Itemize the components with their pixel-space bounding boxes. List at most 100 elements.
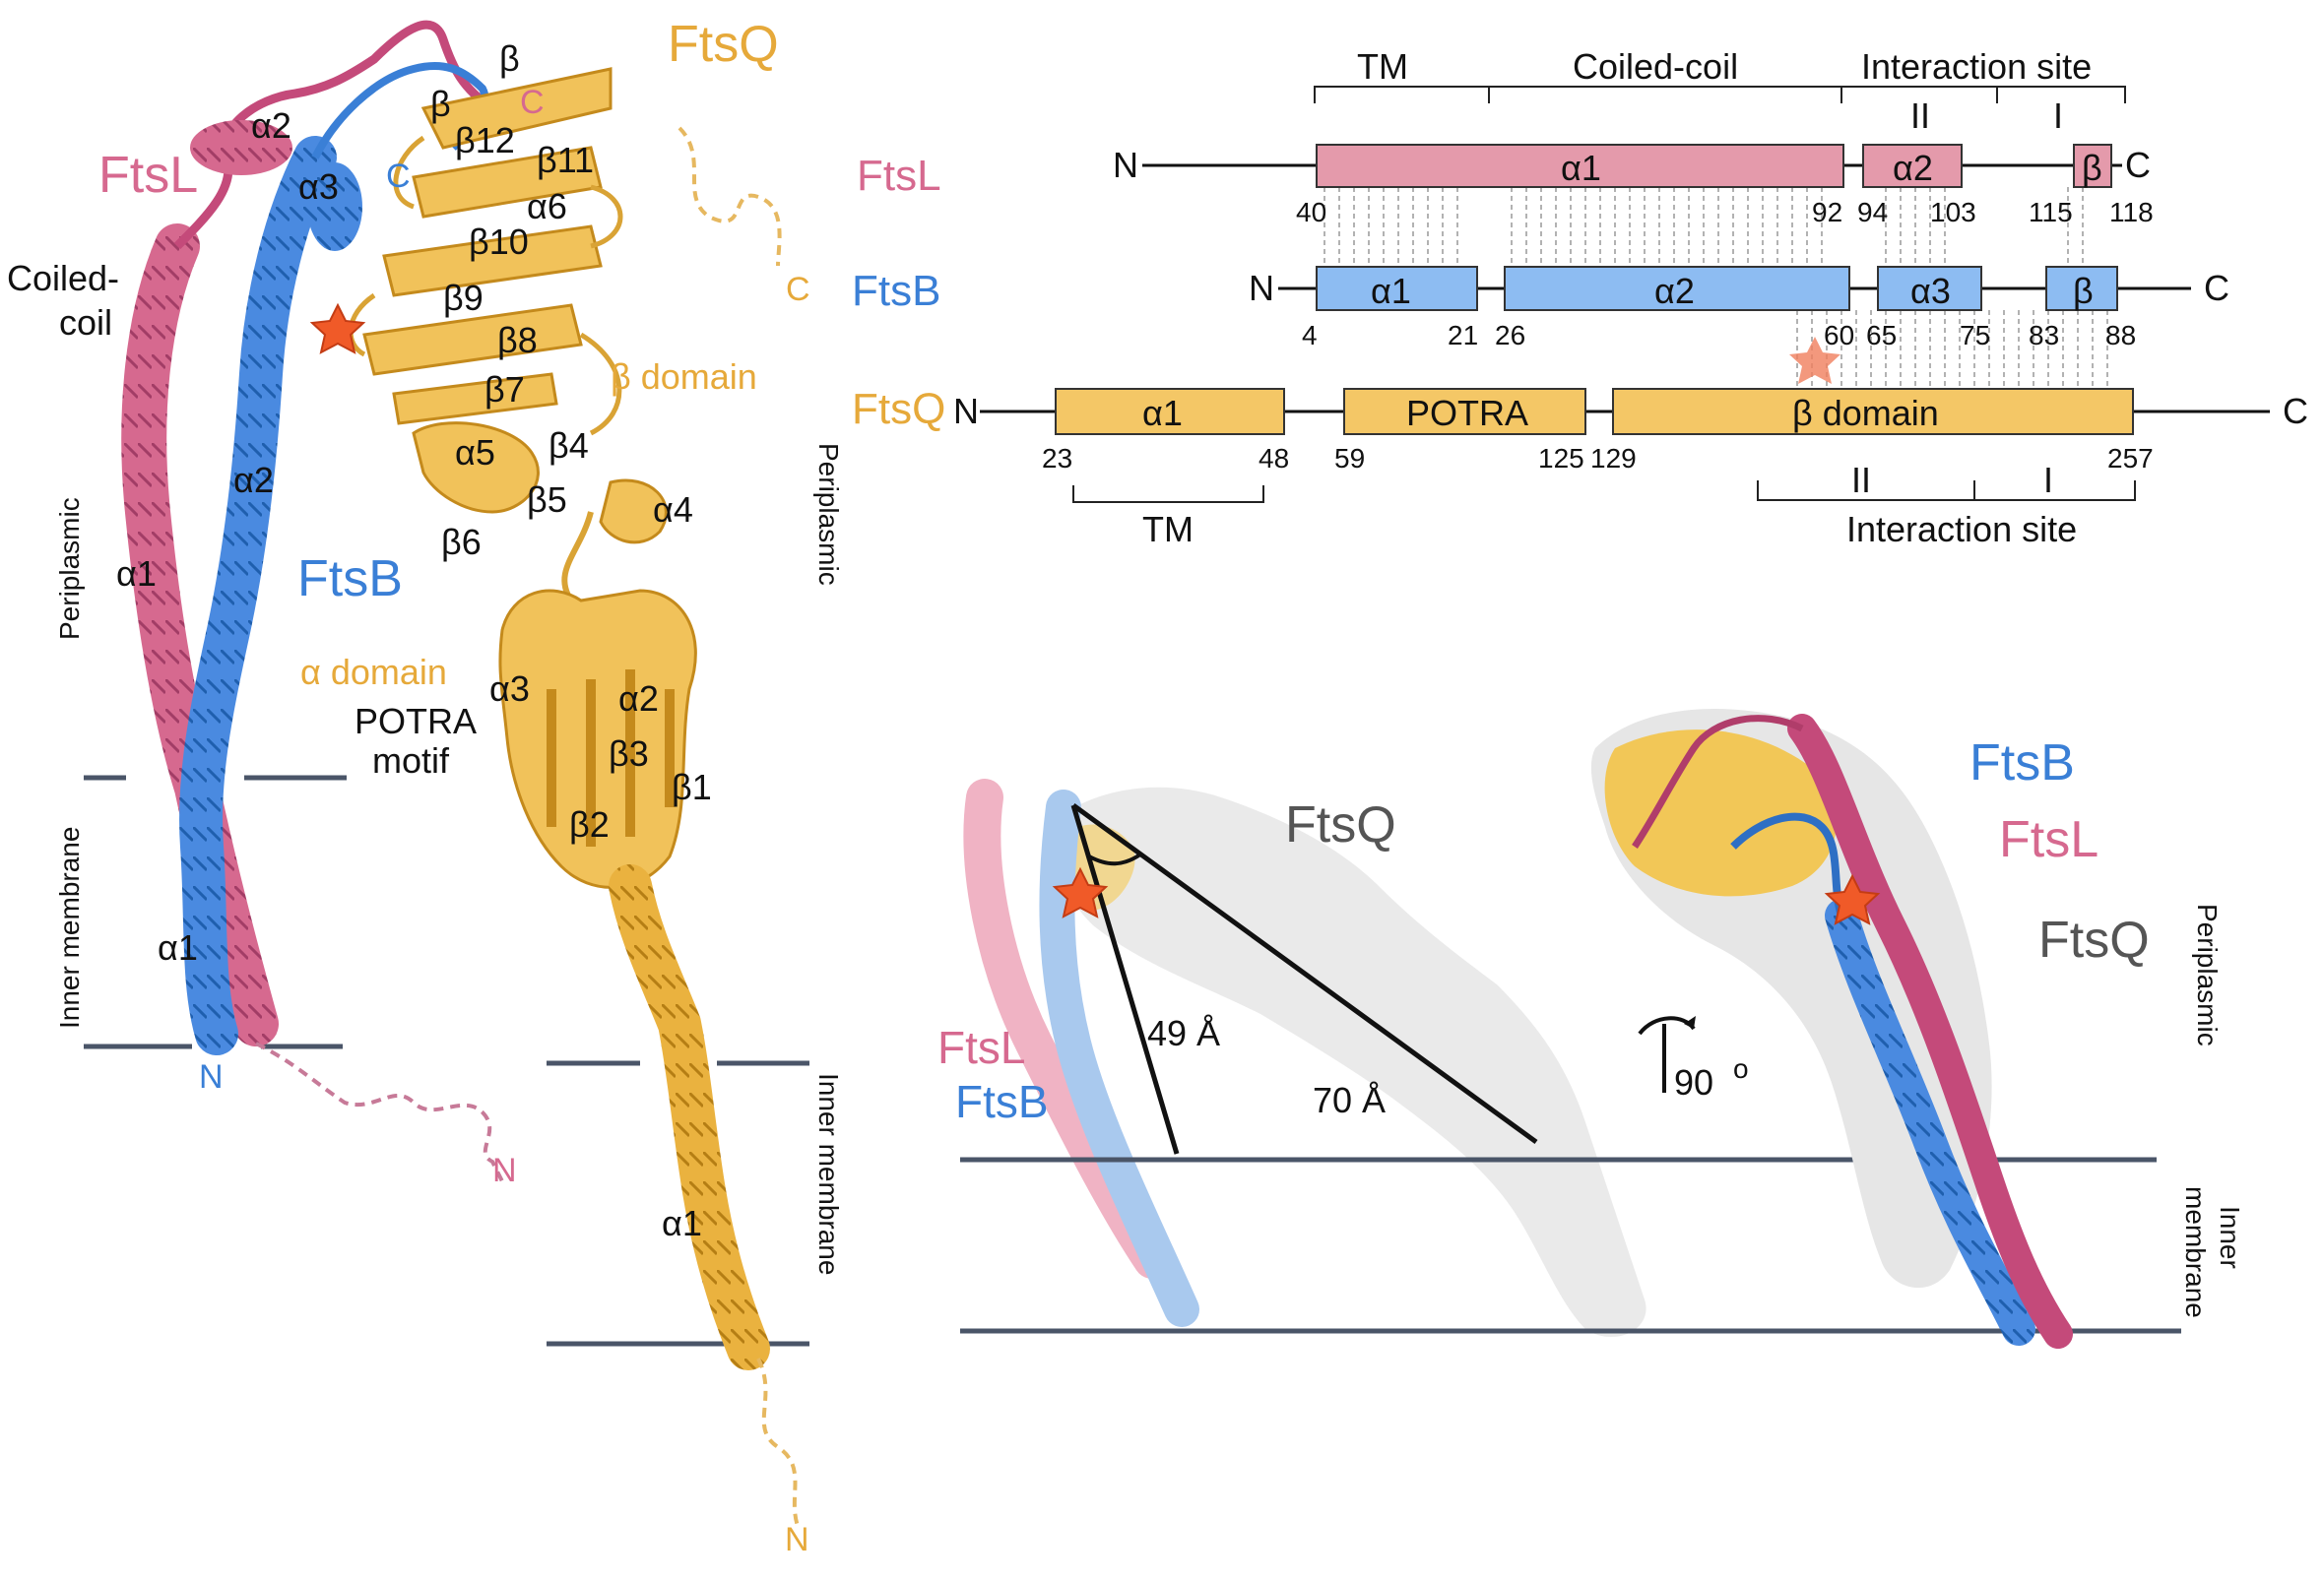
ftsb-seg-a2-end: 60 bbox=[1824, 320, 1854, 350]
ftsq-c-terminal: C bbox=[786, 271, 810, 308]
ftsb-row-c: C bbox=[2204, 268, 2229, 308]
ftsq-b8-label: β8 bbox=[497, 320, 538, 360]
ftsq-b7-label: β7 bbox=[484, 369, 525, 410]
ftsq-label-middle: FtsQ bbox=[1285, 796, 1396, 854]
ftsq-seg-a1 bbox=[1055, 388, 1285, 435]
ftsl-label-right: FtsL bbox=[1999, 811, 2098, 868]
star-marker-right bbox=[1824, 873, 1881, 925]
ftsl-seg-a2-start: 94 bbox=[1857, 197, 1888, 227]
rotation-label: 90 bbox=[1674, 1062, 1713, 1103]
ftsq-b12-label: β12 bbox=[455, 120, 515, 160]
ftsl-seg-a2-end: 103 bbox=[1930, 197, 1976, 227]
ftsb-beta-label: β bbox=[430, 84, 451, 124]
ftsl-seg-a2-label: α2 bbox=[1893, 148, 1933, 188]
ftsq-a1-label: α1 bbox=[662, 1203, 702, 1243]
site-bracket-top bbox=[1841, 116, 2125, 133]
ftsq-b9-label: β9 bbox=[443, 278, 484, 318]
ftsq-b4-label: β4 bbox=[549, 425, 589, 466]
ftsl-a2-label: α2 bbox=[251, 105, 291, 146]
ftsl-row-c: C bbox=[2125, 145, 2151, 185]
ftsq-a3-label: α3 bbox=[489, 668, 530, 709]
ftsl-a1-label: α1 bbox=[116, 553, 157, 594]
ftsq-label-right: FtsQ bbox=[2038, 912, 2150, 969]
ftsb-seg-beta-start: 83 bbox=[2029, 320, 2059, 350]
ftsb-seg-a1-label: α1 bbox=[1371, 271, 1411, 311]
ftsb-seg-a3-end: 75 bbox=[1960, 320, 1990, 350]
ftsq-seg-beta-domain-start: 129 bbox=[1590, 443, 1637, 474]
ftsq-b3-label: β3 bbox=[609, 733, 649, 774]
ftsb-seg-a3-label: α3 bbox=[1910, 271, 1951, 311]
ftsb-label-right: FtsB bbox=[1969, 734, 2075, 792]
ftsb-seg-a1 bbox=[1316, 266, 1478, 311]
ftsb-seg-a2 bbox=[1504, 266, 1850, 311]
right-structure-panel: FtsB FtsL FtsQ 90 o Periplasmic Inner me… bbox=[1590, 709, 2245, 1349]
ftsb-a2-label: α2 bbox=[233, 460, 274, 500]
ftsb-seg-a3-start: 65 bbox=[1866, 320, 1897, 350]
ftsq-seg-beta-domain bbox=[1612, 388, 2134, 435]
ftsq-seg-potra-label: POTRA bbox=[1406, 393, 1528, 433]
interaction-dashes-ftsl-ftsb bbox=[1323, 187, 2084, 266]
ftsb-helix-right bbox=[1825, 899, 2035, 1346]
distance-line-70 bbox=[1071, 802, 1538, 1145]
ftsq-c-coil bbox=[678, 126, 782, 267]
ftsq-seg-potra-start: 59 bbox=[1334, 443, 1365, 474]
region-interaction-label: Interaction site bbox=[1861, 46, 2092, 87]
inner-membrane-left-label: Inner membrane bbox=[54, 827, 85, 1029]
star-marker-topology bbox=[1789, 337, 1840, 384]
ftsq-b6-label: β6 bbox=[441, 522, 482, 562]
region-coiled-label: Coiled-coil bbox=[1573, 46, 1738, 87]
ftsl-seg-beta-label: β bbox=[2082, 148, 2102, 188]
ftsl-row-n: N bbox=[1113, 145, 1138, 185]
region-site2-label: II bbox=[1910, 95, 1930, 136]
ftsb-seg-a2-label: α2 bbox=[1654, 271, 1695, 311]
membrane-label-right: membrane bbox=[2180, 1186, 2211, 1318]
ftsq-b5-label: β5 bbox=[527, 479, 567, 520]
ftsq-site1-label: I bbox=[2043, 460, 2053, 500]
ftsl-title: FtsL bbox=[98, 147, 198, 204]
periplasmic-left-label: Periplasmic bbox=[54, 497, 85, 640]
ftsq-tm-helix bbox=[609, 864, 770, 1370]
inner-membrane-right-label: Inner membrane bbox=[813, 1073, 844, 1275]
ftsq-seg-beta-domain-label: β domain bbox=[1792, 393, 1939, 433]
ftsq-seg-beta-domain-end: 257 bbox=[2107, 443, 2154, 474]
angle-arc bbox=[1088, 853, 1142, 866]
interaction-dashes-ftsb-ftsq bbox=[1796, 310, 2108, 389]
ftsq-a5-label: α5 bbox=[455, 432, 495, 473]
ftsq-n-terminal: N bbox=[785, 1521, 809, 1558]
ftsq-seg-a1-end: 48 bbox=[1259, 443, 1289, 474]
ftsl-loop-right bbox=[1632, 715, 1804, 849]
region-site1-label: I bbox=[2053, 95, 2063, 136]
inner-label-right: Inner bbox=[2215, 1206, 2245, 1269]
ftsq-b10-label: β10 bbox=[469, 222, 529, 262]
ftsq-n-coil bbox=[756, 1358, 800, 1527]
ftsl-beta-label: β bbox=[499, 38, 520, 79]
ftsb-label-middle: FtsB bbox=[955, 1076, 1049, 1127]
ftsb-title: FtsB bbox=[297, 550, 403, 607]
ftsl-seg-a1 bbox=[1316, 144, 1844, 188]
ftsq-tm-bracket bbox=[1072, 485, 1264, 503]
ftsq-b11-label: β11 bbox=[537, 140, 594, 180]
rotation-unit: o bbox=[1733, 1053, 1749, 1084]
ftsl-seg-beta-start: 115 bbox=[2029, 197, 2073, 227]
ftsq-row-n: N bbox=[953, 391, 979, 431]
ftsb-seg-a2-start: 26 bbox=[1495, 320, 1525, 350]
ftsb-seg-beta-end: 88 bbox=[2105, 320, 2136, 350]
ftsq-seg-a1-label: α1 bbox=[1142, 393, 1183, 433]
ftsl-row-name: FtsL bbox=[857, 152, 941, 200]
ftsl-c-terminal: C bbox=[520, 84, 545, 121]
ftsq-surface-gold-right bbox=[1604, 729, 1837, 897]
ftsl-seg-beta bbox=[2073, 144, 2112, 188]
star-marker-middle bbox=[1052, 866, 1109, 918]
ftsl-n-terminal: N bbox=[492, 1152, 517, 1189]
ftsq-surface-middle bbox=[1051, 787, 1646, 1338]
periplasmic-right-label: Periplasmic bbox=[813, 443, 844, 586]
coiled-coil-label-1: Coiled- bbox=[7, 258, 119, 298]
ftsb-helix-a3 bbox=[307, 162, 362, 251]
ftsq-b2-label: β2 bbox=[569, 804, 610, 845]
middle-structure-panel: FtsQ FtsL FtsB 49 Å 70 Å bbox=[937, 779, 2181, 1338]
ftsq-mid-region bbox=[412, 421, 668, 544]
ftsq-a4-label: α4 bbox=[653, 489, 693, 530]
ftsl-coil-n bbox=[255, 1042, 504, 1182]
topology-panel: TM Coiled-coil Interaction site II I Fts… bbox=[852, 46, 2308, 549]
